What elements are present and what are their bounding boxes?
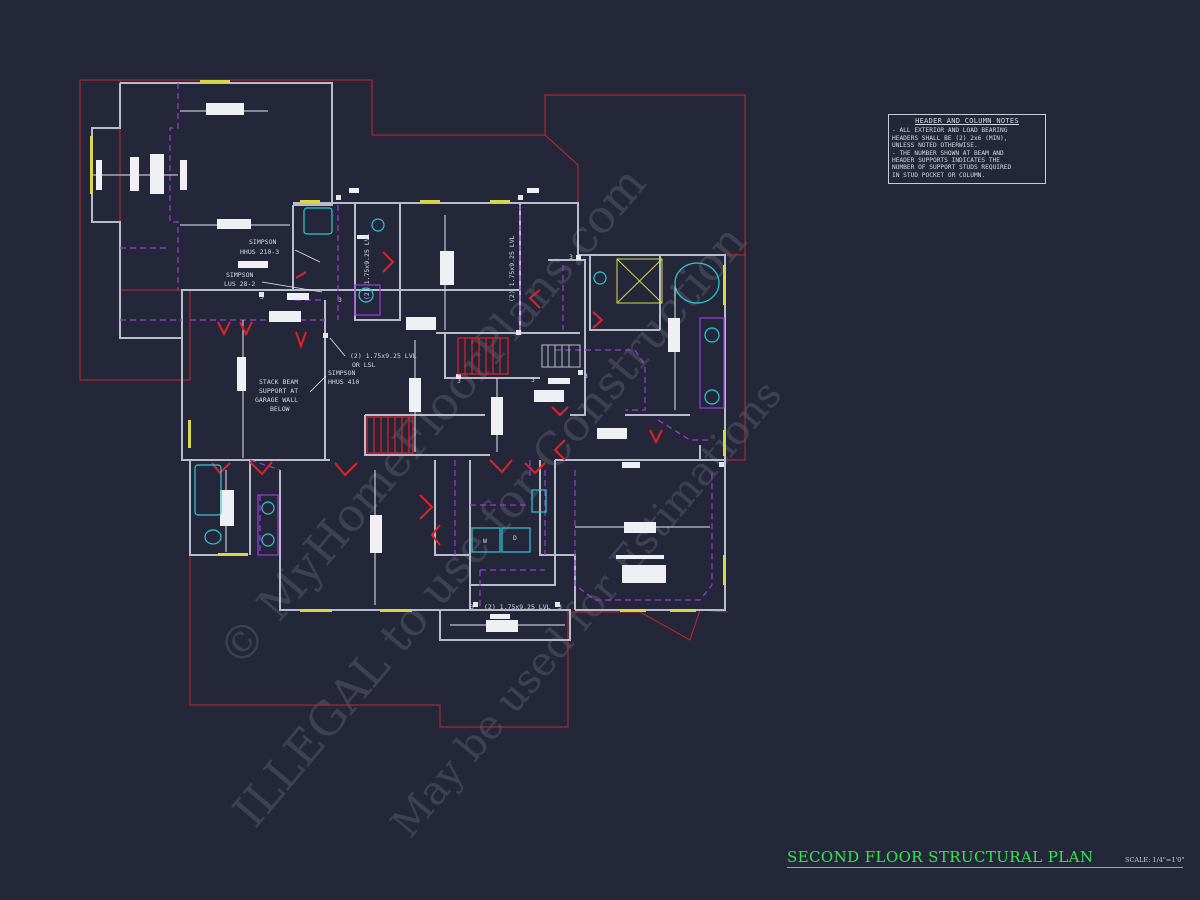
simpson-label-2a: SIMPSON: [226, 271, 253, 279]
notes-line-7: IN STUD POCKET OR COLUMN.: [892, 171, 986, 179]
lvl-vertical-label-1: (2) 1.75x9.25 LVL: [363, 233, 371, 300]
windows: [90, 80, 726, 612]
annotations: SIMPSON HHUS 210-3 SIMPSON LUS 28-2 (2) …: [224, 233, 588, 611]
stud-count-5: 3: [584, 372, 588, 380]
roof-outline: [79, 79, 746, 728]
header-blocks: [96, 103, 680, 632]
simpson-label-2b: LUS 28-2: [224, 280, 255, 288]
stack-beam-label-2: SUPPORT AT: [259, 387, 298, 395]
scale-note: SCALE: 1/4"=1'0": [1125, 856, 1185, 864]
lvl-lsl-label-1: (2) 1.75x9.25 LVL: [350, 352, 417, 360]
notes-line-1: - ALL EXTERIOR AND LOAD BEARING: [892, 127, 1008, 135]
stack-beam-label-3: GARAGE WALL: [255, 396, 298, 404]
notes-line-5: HEADER SUPPORTS INDICATES THE: [892, 157, 1001, 165]
watermark: © MyHomeFloorPlans.com ILLEGAL to use fo…: [207, 156, 791, 846]
simpson-label-3b: HHUS 410: [328, 378, 359, 386]
header-column-notes: HEADER AND COLUMN NOTES - ALL EXTERIOR A…: [888, 114, 1046, 184]
vanity-counters: [257, 284, 725, 556]
stud-posts: [259, 195, 724, 607]
stair-rails: [541, 344, 581, 368]
stud-count-7: 3: [558, 603, 562, 611]
stairs: [366, 337, 509, 454]
stud-count-1: 3: [260, 293, 264, 301]
leader-lines: [261, 249, 346, 393]
doors: [211, 251, 663, 546]
simpson-label-1b: HHUS 210-3: [240, 248, 279, 256]
simpson-label-3a: SIMPSON: [328, 369, 355, 377]
stud-count-3: 3: [569, 253, 573, 261]
stack-beam-label-4: BELOW: [270, 405, 290, 413]
notes-line-3: UNLESS NOTED OTHERWISE.: [892, 142, 978, 150]
stack-beam-label-1: STACK BEAM: [259, 378, 298, 386]
lvl-vertical-label-2: (2) 1.75x9.25 LVL: [508, 235, 516, 302]
simpson-label-1a: SIMPSON: [249, 238, 276, 246]
washer-label: W: [483, 537, 487, 545]
notes-title: HEADER AND COLUMN NOTES: [915, 117, 1019, 125]
shower-enclosure: [616, 258, 663, 304]
stud-count-4: 3: [457, 377, 461, 385]
notes-line-6: NUMBER OF SUPPORT STUDS REQUIRED: [892, 164, 1012, 172]
plumbing-fixtures: [194, 207, 720, 553]
stud-count-8: 3: [531, 376, 535, 384]
dryer-label: D: [513, 534, 517, 542]
notes-line-4: - THE NUMBER SHOWN AT BEAM AND: [892, 149, 1004, 157]
stud-count-6: 3: [470, 603, 474, 611]
lvl-bottom-label: (2) 1.75x9.25 LVL: [484, 603, 551, 611]
lvl-lsl-label-2: OR LSL: [352, 361, 376, 369]
stud-count-2: 3: [338, 296, 342, 304]
plan-title: SECOND FLOOR STRUCTURAL PLAN: [787, 848, 1183, 868]
notes-line-2: HEADERS SHALL BE (2) 2x6 (MIN),: [892, 134, 1008, 142]
